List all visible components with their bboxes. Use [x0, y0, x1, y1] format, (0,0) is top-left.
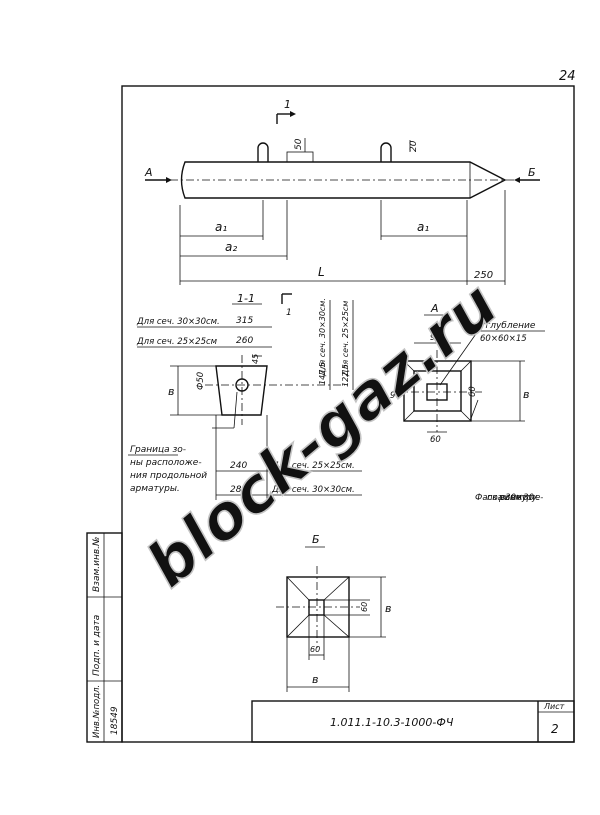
- dim-60-bottom: 60: [430, 435, 441, 445]
- dim-a2: a₂: [225, 240, 237, 254]
- dim-90-top: 90: [430, 333, 441, 343]
- top-row2-label: Для сеч. 25×25см: [136, 337, 218, 347]
- recess-label: Углубление: [480, 321, 536, 331]
- vert-label1: Для сеч. 30×30см.: [318, 298, 327, 377]
- stamp-col1: Инв.№подл.: [92, 685, 102, 738]
- dim-b-section: в: [168, 385, 174, 398]
- stamp-inv-number: 18549: [110, 706, 120, 735]
- dim-a1-right: a₁: [417, 220, 429, 234]
- section-1-1-title: 1-1: [237, 292, 255, 305]
- view-b-title: Б: [312, 533, 320, 546]
- title-block: 1.011.1-10.3-1000-ФЧ Лист 2: [251, 700, 575, 743]
- dim-60-right: 60: [468, 386, 478, 397]
- vert-value1: 147,5: [318, 362, 327, 385]
- dim-b-right-b: в: [385, 602, 391, 615]
- recess-size: 60×60×15: [480, 334, 527, 344]
- dim-l: L: [318, 265, 325, 279]
- side-stamp: Взам.инв.№ Подп. и дата Инв.№подл. 18549: [86, 532, 123, 743]
- dim-90-left: 90: [390, 391, 401, 401]
- view-a: А Углубление 60×60×15 90 90 60 60 в Фаск…: [390, 302, 546, 503]
- title-code: 1.011.1-10.3-1000-ФЧ: [330, 716, 454, 729]
- dim-hole-50: 50: [294, 138, 304, 150]
- chamfer-note: Фаска 30×30 по всему пе- риметру.: [475, 493, 546, 503]
- top-row1-value: 315: [236, 316, 253, 326]
- dim-b-view-a: в: [523, 388, 529, 401]
- dim-hole-20: 20: [409, 140, 419, 152]
- section-1-1: 1-1 1 Для сеч. 30×30см. 315 Для сеч. 25×…: [128, 292, 362, 500]
- dim-60-bottom-b: 60: [310, 645, 320, 654]
- dim-b-bottom-b: в: [312, 673, 318, 686]
- view-b: Б 60 в 60 в: [276, 533, 391, 692]
- top-row1-label: Для сеч. 30×30см.: [136, 317, 220, 327]
- page-number: 24: [559, 69, 576, 84]
- end-label-b: Б: [528, 166, 536, 179]
- end-label-a: А: [144, 166, 153, 179]
- dim-hole-f50: Ф50: [196, 372, 206, 390]
- bottom-row2-label: Для сеч. 30×30см.: [271, 485, 355, 495]
- dim-top-45: 45: [251, 354, 260, 364]
- dim-a1-left: a₁: [215, 220, 227, 234]
- bottom-row1-label: Для сеч. 25×25см.: [271, 461, 355, 471]
- bottom-row2-value: 285: [230, 485, 247, 495]
- vert-label2: Для сеч. 25×25см: [341, 301, 350, 377]
- bottom-row1-value: 240: [230, 461, 247, 471]
- sheet-label: Лист: [543, 702, 565, 711]
- pile-elevation: 50 20 1 А Б a₁ a₁ a₂ L 250: [144, 98, 540, 285]
- section-mark-small: 1: [286, 308, 292, 318]
- section-mark-top: 1: [284, 98, 291, 111]
- sheet-number: 2: [551, 722, 559, 736]
- stamp-col2: Подп. и дата: [92, 615, 102, 676]
- view-a-title: А: [430, 302, 439, 315]
- dim-tip-250: 250: [474, 270, 493, 281]
- top-row2-value: 260: [236, 336, 253, 346]
- dim-60-right-b: 60: [360, 602, 369, 612]
- vert-value2: 122,5: [341, 364, 350, 387]
- boundary-note: Граница зо- ны расположе- ния продольной…: [130, 445, 210, 494]
- stamp-col3: Взам.инв.№: [92, 537, 102, 592]
